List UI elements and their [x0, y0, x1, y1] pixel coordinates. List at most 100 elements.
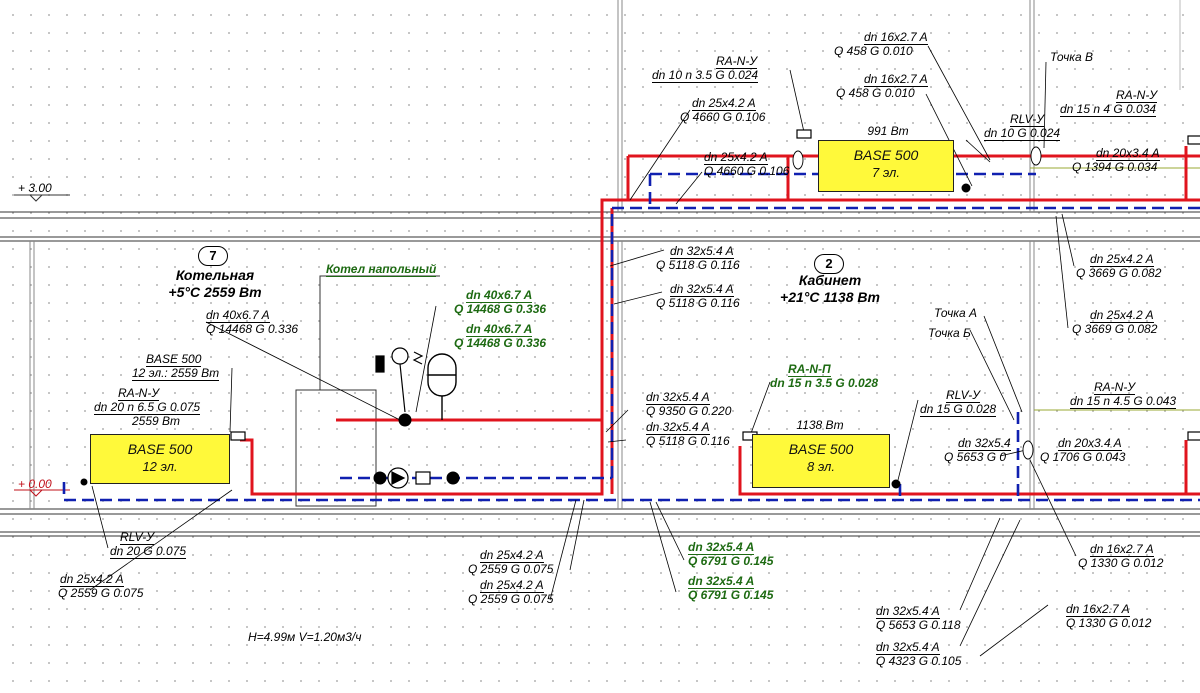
- radiator-3-sections: 7 эл.: [872, 165, 900, 180]
- radiator-2-model: BASE 500: [788, 441, 854, 457]
- pipe-m1-bot: Q 2559 G 0.075: [468, 562, 554, 576]
- pipe-c3-bot: Q 9350 G 0.220: [646, 404, 732, 418]
- pipe-c6-top: dn 32x5.4 A: [876, 604, 940, 619]
- pipe-t4-top: dn 16x2.7 A: [864, 72, 928, 87]
- point-v-label: Точка В: [1050, 50, 1093, 64]
- radiator-2-sections: 8 эл.: [807, 459, 835, 474]
- pipe-l1-top: dn 25x4.2 A: [60, 572, 124, 587]
- room-office-temp: +21°C 1138 Вт: [780, 289, 880, 305]
- pipe-g4-top: dn 32x5.4 A: [688, 574, 755, 589]
- pipe-c4-top: dn 32x5.4 A: [646, 420, 710, 435]
- boiler-label: Котел напольный: [326, 262, 437, 277]
- pipe-r4-top: dn 20x3.4 A: [1058, 436, 1122, 451]
- rlv3-name: RLV-У: [1010, 112, 1044, 127]
- pipe-c7-bot: Q 4323 G 0.105: [876, 654, 962, 668]
- ra2-spec: dn 15 n 3.5 G 0.028: [770, 376, 879, 390]
- room-number-office: 2: [814, 254, 844, 274]
- level-mark-top: + 3.00: [18, 181, 52, 195]
- pipe-g4-bot: Q 6791 G 0.145: [688, 588, 774, 602]
- radiator-3-power: 991 Вт: [867, 124, 909, 138]
- pipe-g1-top: dn 40x6.7 A: [466, 288, 533, 303]
- building-lines: [0, 0, 1200, 537]
- fittings: [80, 183, 971, 489]
- radiator-1-model: BASE 500: [127, 441, 193, 457]
- pump-spec: H=4.99м V=1.20м3/ч: [248, 630, 362, 644]
- pipe-m1-top: dn 25x4.2 A: [480, 548, 544, 563]
- room-boiler-name: Котельная: [175, 267, 255, 283]
- pipe-r3-top: dn 25x4.2 A: [1090, 308, 1154, 323]
- circulation-pump: [387, 467, 431, 489]
- pipe-t3-bot: Q 458 G 0.010: [834, 44, 913, 58]
- leader-lines: [89, 45, 1077, 657]
- pipe-c5-bot: Q 5653 G 0: [944, 450, 1007, 464]
- pipe-r1-top: dn 20x3.4 A: [1096, 146, 1160, 161]
- pipe-t2-bot: Q 4660 G 0.106: [704, 164, 790, 178]
- pipe-c6-bot: Q 5653 G 0.118: [876, 618, 961, 632]
- pipe-r2-top: dn 25x4.2 A: [1090, 252, 1154, 267]
- room-boiler-temp: +5°C 2559 Вт: [168, 284, 262, 300]
- valve-heads: [230, 129, 1200, 441]
- room-number-boiler: 7: [198, 246, 228, 266]
- pipe-c1-bot: Q 5118 G 0.116: [656, 258, 740, 272]
- pipe-c8-bot: Q 1330 G 0.012: [1066, 616, 1152, 630]
- point-b-label: Точка Б: [928, 326, 971, 340]
- radiator-2: BASE 500 8 эл.: [752, 434, 890, 488]
- pipe-b1-bot: Q 14468 G 0.336: [206, 322, 299, 336]
- rlv2-spec: dn 15 G 0.028: [920, 402, 997, 417]
- ra5-name: RA-N-У: [1094, 380, 1135, 395]
- pipe-m2-bot: Q 2559 G 0.075: [468, 592, 554, 606]
- pipe-t1-top: dn 25x4.2 A: [692, 96, 756, 111]
- pipe-r5-bot: Q 1330 G 0.012: [1078, 556, 1164, 570]
- pipe-r2-bot: Q 3669 G 0.082: [1076, 266, 1162, 280]
- pipe-b1-top: dn 40x6.7 A: [206, 308, 270, 323]
- pipe-m2-top: dn 25x4.2 A: [480, 578, 544, 593]
- radiator-1-sections: 12 эл.: [142, 459, 178, 474]
- room-boiler-title: Котельная +5°C 2559 Вт: [150, 267, 280, 301]
- room-office-title: Кабинет +21°C 1138 Вт: [760, 272, 900, 306]
- ra2-name: RA-N-П: [788, 362, 831, 377]
- ra4-spec: dn 15 n 4 G 0.034: [1060, 102, 1157, 117]
- pipe-t4-bot: Q 458 G 0.010: [836, 86, 915, 100]
- pipe-c2-top: dn 32x5.4 A: [670, 282, 734, 297]
- rlv1-name: RLV-У: [120, 530, 154, 545]
- safety-group: [375, 347, 424, 413]
- pipe-l1-bot: Q 2559 G 0.075: [58, 586, 144, 600]
- pipe-crossings: [792, 146, 1042, 460]
- radiator-2-power: 1138 Вт: [796, 418, 844, 432]
- pipe-r3-bot: Q 3669 G 0.082: [1072, 322, 1158, 336]
- pipe-t3-top: dn 16x2.7 A: [864, 30, 928, 45]
- pipe-g3-top: dn 32x5.4 A: [688, 540, 755, 555]
- ra4-name: RA-N-У: [1116, 88, 1157, 103]
- pipe-c4-bot: Q 5118 G 0.116: [646, 434, 730, 448]
- pipe-c3-top: dn 32x5.4 A: [646, 390, 710, 405]
- pipe-g2-bot: Q 14468 G 0.336: [454, 336, 547, 350]
- ra5-spec: dn 15 n 4.5 G 0.043: [1070, 394, 1177, 409]
- pipe-c5-top: dn 32x5.4: [958, 436, 1011, 451]
- rlv1-spec: dn 20 G 0.075: [110, 544, 187, 559]
- point-a-label: Точка А: [934, 306, 977, 320]
- expansion-tank: [427, 353, 457, 420]
- pipe-g1-bot: Q 14468 G 0.336: [454, 302, 547, 316]
- ra3-spec: dn 10 n 3.5 G 0.024: [652, 68, 759, 83]
- room-office-name: Кабинет: [798, 272, 862, 288]
- pipe-g3-bot: Q 6791 G 0.145: [688, 554, 774, 568]
- base-label-top: BASE 500: [146, 352, 202, 367]
- pipe-t2-top: dn 25x4.2 A: [704, 150, 768, 165]
- return-pipes: [62, 172, 1200, 502]
- level-mark-bottom: + 0.00: [18, 477, 52, 491]
- pipe-r4-bot: Q 1706 G 0.043: [1040, 450, 1126, 464]
- pipe-r1-bot: Q 1394 G 0.034: [1072, 160, 1158, 174]
- radiator-1: BASE 500 12 эл.: [90, 434, 230, 484]
- pipe-t1-bot: Q 4660 G 0.106: [680, 110, 766, 124]
- radiator-1-power: 2559 Вт: [131, 414, 181, 428]
- pipe-c2-bot: Q 5118 G 0.116: [656, 296, 740, 310]
- radiator-3: BASE 500 7 эл.: [818, 140, 954, 192]
- rlv2-name: RLV-У: [946, 388, 980, 403]
- ra1-spec: dn 20 n 6.5 G 0.075: [94, 400, 201, 415]
- ra3-name: RA-N-У: [716, 54, 757, 69]
- radiator-3-model: BASE 500: [853, 147, 919, 163]
- pipe-r5-top: dn 16x2.7 A: [1090, 542, 1154, 557]
- pipe-c8-top: dn 16x2.7 A: [1066, 602, 1130, 617]
- base-label-bottom: 12 эл.: 2559 Вт: [132, 366, 220, 381]
